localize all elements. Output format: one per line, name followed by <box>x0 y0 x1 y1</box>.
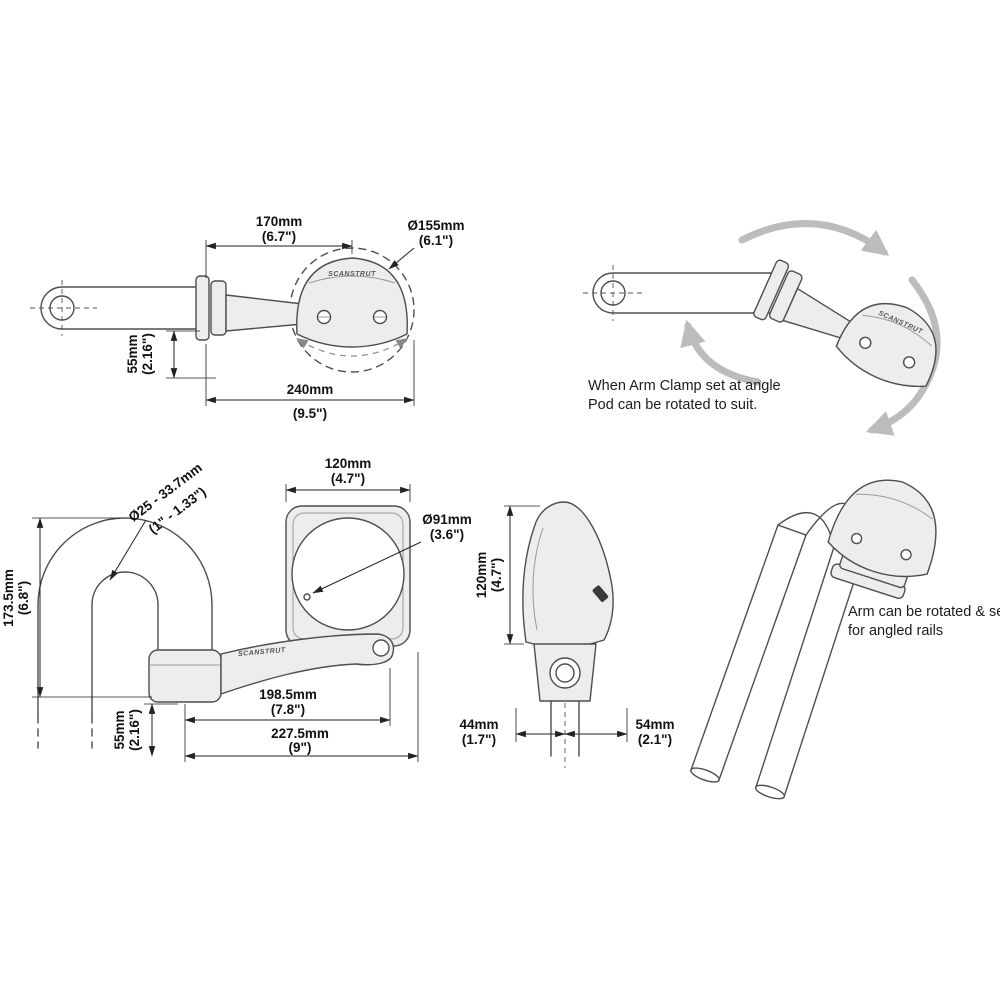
pod-screw-left <box>850 532 863 545</box>
dim-label-173mm: 173.5mm <box>1 569 16 627</box>
pod-screw-right <box>902 356 916 369</box>
dim-raildia-leader <box>109 519 147 581</box>
pod-rotation-arc <box>295 338 409 357</box>
dim-label-dia155mm: Ø155mm <box>407 218 464 233</box>
rotation-note-line1: When Arm Clamp set at angle <box>588 378 781 394</box>
dim-label-54mm: 54mm <box>635 717 674 732</box>
pod-profile-body <box>522 501 614 648</box>
brand-logo: SCANSTRUT <box>238 647 286 658</box>
dim-label-44in: (1.7") <box>462 732 496 747</box>
rail-inner-arc <box>91 571 159 606</box>
pod-body <box>835 303 937 388</box>
tilted-arm-and-pod: SCANSTRUT <box>753 259 937 388</box>
clamp-bore-inner <box>555 663 575 683</box>
mount-arm <box>220 633 395 695</box>
pod-profile-face-line <box>532 527 544 631</box>
view-angled-rail: Arm can be rotated & set for angled rail… <box>690 479 1000 800</box>
dim-dia91-leader <box>312 541 422 594</box>
pod-panel-line <box>308 275 396 284</box>
view-front-rail-mount: SCANSTRUT Ø25 - 33.7mm (1" - 1.33") 173.… <box>1 456 472 762</box>
pod-screw-right <box>900 548 912 561</box>
dim-label-55b-in: (2.16") <box>127 709 142 751</box>
view-side-rail-mount: SCANSTRUT 170mm (6.7") Ø155mm (6.1") 55m… <box>30 214 465 421</box>
dim-label-dia91in: (3.6") <box>430 527 464 542</box>
pod-panel-line <box>862 314 933 347</box>
dim-label-240in: (9.5") <box>293 406 327 421</box>
brand-logo: SCANSTRUT <box>328 271 376 278</box>
angled-note-line1: Arm can be rotated & set <box>848 604 1000 620</box>
dim-label-44mm: 44mm <box>459 717 498 732</box>
arm-clamp-back <box>210 280 227 336</box>
dim-label-dia155in: (6.1") <box>419 233 453 248</box>
dim-173-extension-lines <box>32 517 152 698</box>
arm-clamp-front <box>753 259 790 321</box>
pod-panel-line <box>856 493 933 520</box>
dim-label-120h-in: (4.7") <box>489 558 504 592</box>
dim-label-55in: (2.16") <box>140 333 155 375</box>
arm-joint <box>372 639 390 657</box>
rail-clamp <box>148 649 222 703</box>
tilted-pod-assembly <box>827 479 937 600</box>
rotation-arrow-top <box>738 220 890 256</box>
dim-label-120w-in: (4.7") <box>331 471 365 486</box>
face-marker-hole <box>303 593 311 601</box>
rail-front-leg-end-cap <box>690 767 720 783</box>
view-rotation: SCANSTRUT When Arm Clamp set at angle Po… <box>583 220 941 436</box>
clamp-bore-outer <box>549 657 581 689</box>
dim-reach-extension-lines <box>184 652 419 762</box>
dim-240-extension-lines <box>205 340 415 406</box>
rail-tube <box>40 286 206 330</box>
dim-label-55mm: 55mm <box>125 334 140 373</box>
rotation-arrow-left <box>680 319 762 386</box>
rail-centerline <box>30 280 97 336</box>
dim-label-dia91mm: Ø91mm <box>422 512 472 527</box>
pod-face-circle <box>291 517 405 631</box>
dim-offset-extension-lines <box>515 708 628 742</box>
rail-outer-arc <box>37 517 213 606</box>
mount-arm <box>225 294 304 332</box>
pod-logo-badge <box>592 585 609 602</box>
rotation-note-line2: Pod can be rotated to suit. <box>588 397 757 413</box>
rail-left-leg-continuation <box>37 715 93 749</box>
dim-label-240mm: 240mm <box>287 382 334 397</box>
dim-label-227in: (9") <box>289 740 312 755</box>
pod-screw-left <box>859 336 872 350</box>
dim-label-198mm: 198.5mm <box>259 687 317 702</box>
dim-label-170in: (6.7") <box>262 229 296 244</box>
rail-centerline <box>583 265 645 321</box>
dim-label-55b-mm: 55mm <box>112 710 127 749</box>
angled-note-line2: for angled rails <box>848 623 943 639</box>
rail-tube-below <box>550 700 580 757</box>
dim-label-170mm: 170mm <box>256 214 303 229</box>
dim-label-173in: (6.8") <box>16 581 31 615</box>
arm-clamp-front <box>195 275 210 341</box>
rail-right-leg <box>157 604 213 653</box>
dim-label-54in: (2.1") <box>638 732 672 747</box>
dim-120w-extension-lines <box>285 484 411 502</box>
dim-label-120w-mm: 120mm <box>325 456 372 471</box>
dim-label-198in: (7.8") <box>271 702 305 717</box>
rail-left-leg <box>37 604 93 717</box>
rotation-arrow-right <box>865 276 941 436</box>
dim-dia155-leader <box>388 247 415 270</box>
dim-label-120h-mm: 120mm <box>474 552 489 599</box>
view-profile: 120mm (4.7") 44mm (1.7") 54mm (2.1") <box>459 501 675 768</box>
rail-back-leg-end-cap <box>754 784 786 800</box>
dim-label-227mm: 227.5mm <box>271 726 329 741</box>
